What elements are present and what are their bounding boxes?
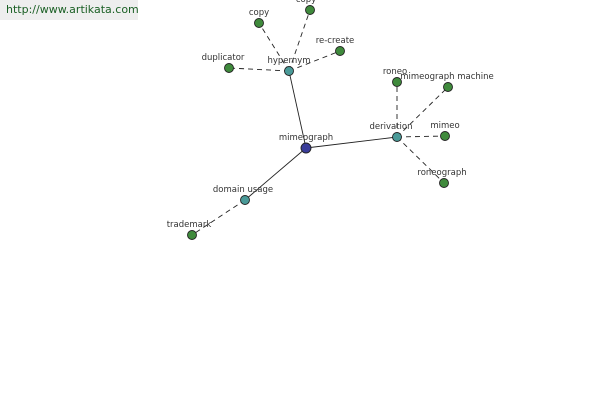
- node-label-duplicator[interactable]: duplicator: [202, 53, 245, 63]
- edge-hypernym-copy2: [288, 9, 311, 72]
- node-roneograph[interactable]: roneograph: [417, 168, 467, 188]
- graph-edges: [191, 9, 449, 236]
- node-dot-copy2[interactable]: [305, 5, 315, 15]
- edge-hypernym-duplicator: [228, 67, 290, 72]
- node-mimeo[interactable]: mimeo: [430, 121, 460, 141]
- node-dot-hypernym[interactable]: [284, 66, 294, 76]
- edge-hypernym-re-create: [288, 50, 341, 72]
- node-label-copy[interactable]: copy: [249, 8, 269, 18]
- node-dot-domain-usage[interactable]: [240, 195, 250, 205]
- node-trademark[interactable]: trademark: [167, 220, 212, 240]
- node-dot-mimeograph[interactable]: [300, 142, 312, 154]
- node-label-roneo[interactable]: roneo: [383, 67, 407, 77]
- node-mimeograph[interactable]: mimeograph: [279, 133, 333, 154]
- node-label-trademark[interactable]: trademark: [167, 220, 212, 230]
- node-label-domain-usage[interactable]: domain usage: [213, 185, 273, 195]
- node-label-mimeograph-machine[interactable]: mimeograph machine: [400, 72, 493, 82]
- edge-domain-usage-trademark: [191, 199, 246, 236]
- node-dot-copy[interactable]: [254, 18, 264, 28]
- node-mimeograph-machine[interactable]: mimeograph machine: [400, 72, 494, 92]
- node-duplicator[interactable]: duplicator: [202, 53, 245, 73]
- node-label-roneograph[interactable]: roneograph: [417, 168, 466, 178]
- edge-derivation-roneograph: [396, 136, 445, 184]
- node-dot-re-create[interactable]: [335, 46, 345, 56]
- node-label-copy2[interactable]: copy: [296, 0, 316, 5]
- node-domain-usage[interactable]: domain usage: [213, 185, 273, 205]
- graph-nodes: mimeograph hypernym derivation domain usage…: [167, 0, 494, 240]
- edge-mimeograph-domain-usage: [244, 147, 307, 201]
- node-copy2[interactable]: copy: [296, 0, 316, 15]
- site-url-link[interactable]: http://www.artikata.com: [6, 3, 139, 16]
- node-derivation[interactable]: derivation: [369, 122, 413, 142]
- node-dot-mimeograph-machine[interactable]: [443, 82, 453, 92]
- node-copy[interactable]: copy: [249, 8, 269, 28]
- node-dot-trademark[interactable]: [187, 230, 197, 240]
- node-dot-roneo[interactable]: [392, 77, 402, 87]
- edge-derivation-mimeograph-machine: [396, 86, 449, 138]
- node-roneo[interactable]: roneo: [383, 67, 407, 87]
- node-label-derivation[interactable]: derivation: [369, 122, 412, 132]
- node-dot-roneograph[interactable]: [439, 178, 449, 188]
- node-hypernym[interactable]: hypernym: [267, 56, 311, 76]
- node-label-re-create[interactable]: re-create: [316, 36, 355, 46]
- url-banner: http://www.artikata.com: [0, 0, 139, 20]
- edge-mimeograph-derivation: [305, 136, 398, 149]
- edge-hypernym-copy: [258, 22, 290, 72]
- edge-mimeograph-hypernym: [288, 70, 307, 149]
- node-re-create[interactable]: re-create: [316, 36, 355, 56]
- node-dot-duplicator[interactable]: [224, 63, 234, 73]
- node-dot-derivation[interactable]: [392, 132, 402, 142]
- node-label-mimeograph[interactable]: mimeograph: [279, 133, 333, 143]
- node-label-mimeo[interactable]: mimeo: [430, 121, 459, 131]
- edge-derivation-mimeo: [396, 135, 446, 138]
- node-dot-mimeo[interactable]: [440, 131, 450, 141]
- node-label-hypernym[interactable]: hypernym: [267, 56, 310, 66]
